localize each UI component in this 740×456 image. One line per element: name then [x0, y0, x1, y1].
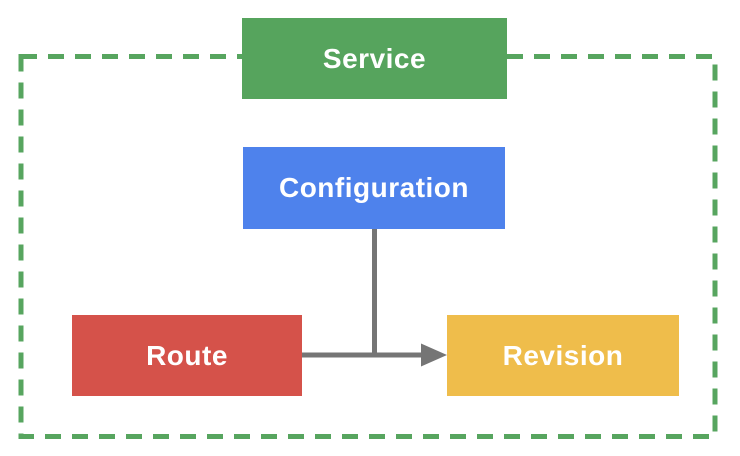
node-route-label: Route — [146, 339, 228, 371]
boundary-dashed-border — [18, 54, 718, 439]
node-revision-label: Revision — [502, 339, 624, 371]
node-configuration-label: Configuration — [278, 172, 470, 203]
node-configuration: Configuration — [243, 147, 505, 229]
node-route: Route — [72, 315, 302, 396]
node-service: Service — [242, 18, 507, 99]
node-revision: Revision — [447, 315, 679, 396]
arrowhead-icon — [421, 343, 447, 367]
node-service-label: Service — [322, 42, 427, 74]
